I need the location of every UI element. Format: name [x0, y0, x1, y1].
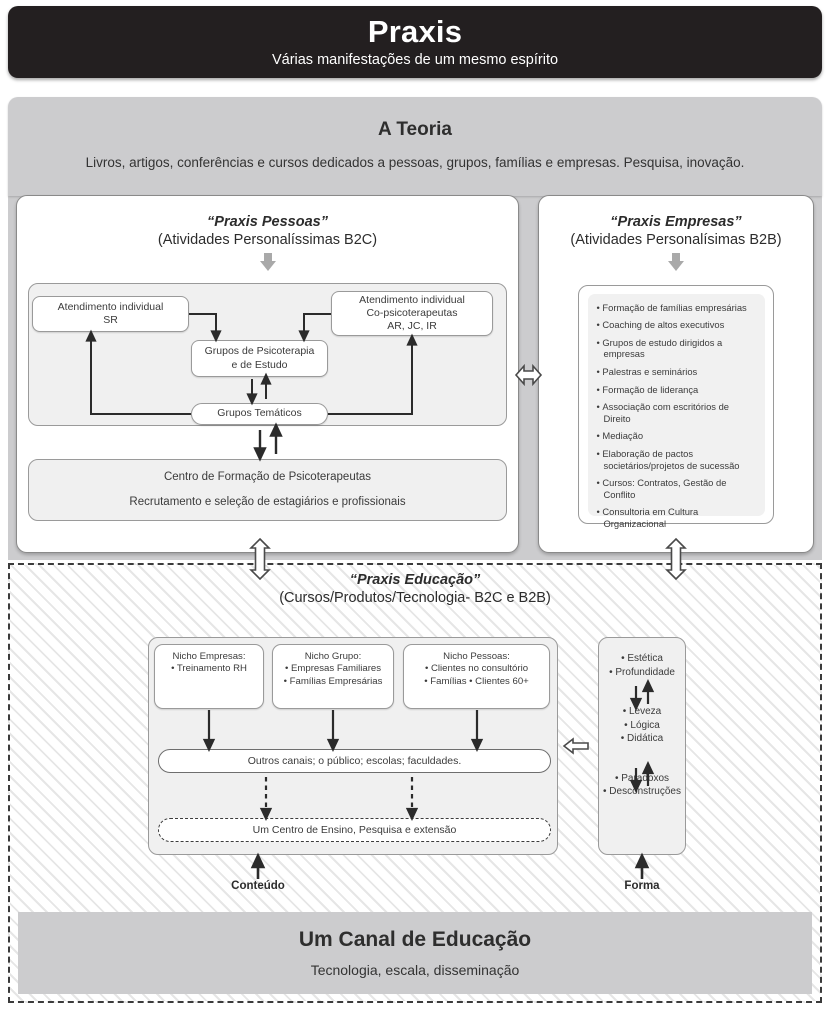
down-arrow-icon — [259, 253, 276, 271]
nicho1-header: Nicho Empresas: — [172, 651, 246, 662]
box-atendimento-co-psicoterapeutas: Atendimento individual Co-psicoterapeuta… — [331, 291, 493, 336]
nicho2-bullet-1: • Famílias Empresárias — [283, 675, 383, 687]
pessoas-subtitle: (Atividades Personalíssimas B2C) — [157, 232, 378, 248]
box-co-line3: AR, JC, IR — [387, 320, 437, 333]
forma-g3-item-0: • Paradoxos — [614, 772, 670, 784]
empresas-title: “Praxis Empresas” — [610, 214, 742, 230]
empresas-list-item: Formação de liderança — [597, 384, 759, 395]
nicho3-bullet-0: • Clientes no consultório — [424, 663, 529, 675]
nicho-empresas-box: Nicho Empresas: • Treinamento RH — [154, 644, 264, 709]
educacao-subtitle: (Cursos/Produtos/Tecnologia- B2C e B2B) — [279, 590, 551, 606]
praxis-banner: Praxis Várias manifestações de um mesmo … — [8, 6, 822, 78]
box-grupos-tematicos: Grupos Temáticos — [191, 403, 328, 425]
nicho3-header: Nicho Pessoas: — [443, 651, 510, 662]
box-co-line2: Co-psicoterapeutas — [366, 306, 458, 319]
box-gpe-line1: Grupos de Psicoterapia — [204, 345, 315, 358]
teoria-title: A Teoria — [378, 119, 452, 140]
nicho2-bullet-0: • Empresas Familiares — [284, 663, 382, 675]
forma-g2-item-2: • Didática — [620, 733, 664, 744]
forma-group-3: • Paradoxos • Desconstruções — [603, 772, 681, 799]
teoria-section: A Teoria Livros, artigos, conferências e… — [8, 97, 822, 196]
empresas-list-item: Consultoria em Cultura Organizacional — [597, 506, 759, 529]
educacao-title: “Praxis Educação” — [349, 572, 481, 588]
down-arrow-icon — [668, 253, 684, 271]
centro-line2: Recrutamento e seleção de estagiários e … — [129, 495, 406, 508]
box-grupos-psicoterapia-estudo: Grupos de Psicoterapia e de Estudo — [191, 340, 328, 377]
empresas-list-item: Mediação — [597, 430, 759, 441]
nicho-pessoas-box: Nicho Pessoas: • Clientes no consultório… — [403, 644, 550, 709]
centro-formacao-box: Centro de Formação de Psicoterapeutas Re… — [28, 459, 507, 521]
nicho2-header: Nicho Grupo: — [304, 651, 362, 662]
empresas-list-container: Formação de famílias empresáriasCoaching… — [578, 285, 774, 529]
um-centro-ensino-box: Um Centro de Ensino, Pesquisa e extensão — [158, 818, 551, 842]
forma-g1-item-1: • Profundidade — [609, 666, 675, 678]
teoria-subtitle: Livros, artigos, conferências e cursos d… — [85, 155, 745, 170]
empresas-list-item: Formação de famílias empresárias — [597, 302, 759, 313]
banner-title: Praxis — [367, 14, 463, 50]
nicho1-bullet-0: • Treinamento RH — [171, 663, 247, 675]
empresas-bullet-list: Formação de famílias empresáriasCoaching… — [587, 293, 765, 529]
educacao-heading: “Praxis Educação” (Cursos/Produtos/Tecno… — [8, 572, 822, 606]
pessoas-title: “Praxis Pessoas” — [207, 214, 328, 230]
box-gpe-line2: e de Estudo — [231, 358, 288, 371]
empresas-list-item: Coaching de altos executivos — [597, 319, 759, 330]
label-conteudo: Conteúdo — [231, 880, 285, 892]
outros-canais-box: Outros canais; o público; escolas; facul… — [158, 749, 551, 773]
label-forma: Forma — [624, 880, 660, 892]
banner-subtitle: Várias manifestações de um mesmo espírit… — [271, 51, 559, 68]
empresas-list-item: Palestras e seminários — [597, 366, 759, 377]
canal-educacao-section: Um Canal de Educação Tecnologia, escala,… — [18, 912, 812, 994]
box-sr-line1: Atendimento individual — [57, 300, 164, 313]
empresas-list-item: Elaboração de pactos societários/projeto… — [597, 448, 759, 471]
empresas-subtitle: (Atividades Personalísimas B2B) — [570, 232, 782, 248]
forma-g2-item-1: • Lógica — [624, 719, 660, 731]
box-sr-line2: SR — [103, 314, 118, 326]
nicho3-bullet-1: • Famílias • Clientes 60+ — [424, 675, 529, 687]
forma-g3-item-1: • Desconstruções — [603, 786, 681, 797]
canal-title: Um Canal de Educação — [298, 928, 532, 951]
empresas-list-item: Grupos de estudo dirigidos a empresas — [597, 337, 759, 360]
box-atendimento-sr: Atendimento individual SR — [32, 296, 189, 332]
forma-attributes-box: • Estética • Profundidade • Leveza • Lóg… — [598, 637, 686, 855]
box-co-line1: Atendimento individual — [359, 293, 465, 306]
canal-subtitle: Tecnologia, escala, disseminação — [310, 962, 520, 978]
centro-line1: Centro de Formação de Psicoterapeutas — [163, 470, 372, 483]
empresas-list-item: Associação com escritórios de Direito — [597, 401, 759, 424]
empresas-list-item: Cursos: Contratos, Gestão de Conflito — [597, 477, 759, 500]
forma-group-2: • Leveza • Lógica • Didática — [621, 705, 663, 746]
forma-g1-item-0: • Estética — [621, 653, 663, 664]
forma-g2-item-0: • Leveza — [622, 706, 662, 717]
nicho-grupo-box: Nicho Grupo: • Empresas Familiares • Fam… — [272, 644, 394, 709]
forma-group-1: • Estética • Profundidade — [609, 652, 675, 679]
